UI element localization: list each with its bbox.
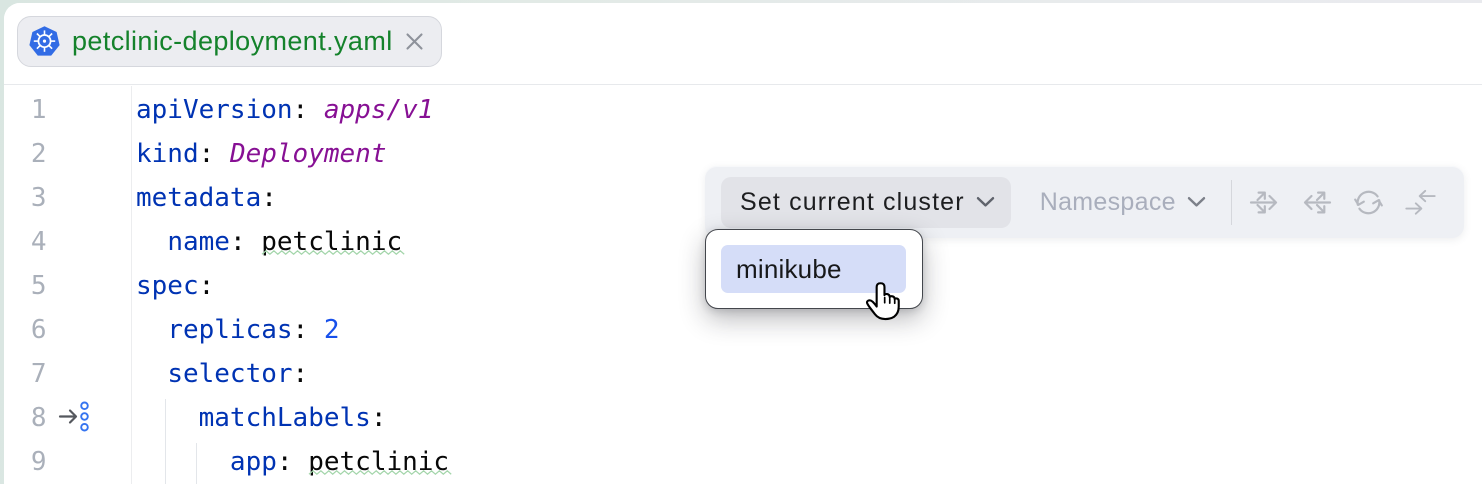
code-line-1[interactable]: 1 apiVersion: apps/v1 <box>4 88 1482 132</box>
compare-with-cluster-icon[interactable] <box>1405 187 1436 218</box>
namespace-label: Namespace <box>1039 187 1176 216</box>
code-line-6[interactable]: 6 replicas: 2 <box>4 308 1482 352</box>
line-number: 3 <box>30 182 47 213</box>
apply-to-cluster-icon[interactable] <box>1249 187 1280 218</box>
namespace-dropdown[interactable]: Namespace <box>1040 188 1206 217</box>
line-number: 2 <box>30 138 47 169</box>
code-text: spec: <box>136 270 215 301</box>
code-text: kind: Deployment <box>136 138 387 169</box>
cluster-dropdown-popup: minikube <box>705 229 923 309</box>
indent-guide <box>196 442 197 484</box>
refresh-from-cluster-icon[interactable] <box>1353 187 1384 218</box>
line-number: 7 <box>30 358 47 389</box>
set-current-cluster-button[interactable]: Set current cluster <box>721 176 1011 228</box>
navigate-related-resource-icon[interactable] <box>58 396 98 440</box>
line-number: 5 <box>30 270 47 301</box>
cluster-option-minikube[interactable]: minikube <box>721 245 906 293</box>
typo-squiggle <box>308 469 452 475</box>
code-text: apiVersion: apps/v1 <box>136 94 434 125</box>
chevron-down-icon <box>976 197 994 207</box>
chevron-down-icon <box>1187 197 1206 207</box>
code-text: matchLabels: <box>198 402 387 433</box>
code-text: app: petclinic <box>136 440 452 484</box>
kubernetes-icon <box>29 26 60 56</box>
code-line-3[interactable]: 3 metadata: <box>4 176 1482 220</box>
code-text: selector: <box>167 358 309 389</box>
code-line-5[interactable]: 5 spec: <box>4 264 1482 308</box>
line-number: 9 <box>30 446 47 477</box>
gutter-separator <box>131 86 132 484</box>
typo-squiggle <box>261 249 405 255</box>
tab-title: petclinic-deployment.yaml <box>72 26 393 56</box>
load-from-cluster-icon[interactable] <box>1301 187 1332 218</box>
code-line-8[interactable]: 8 matchLabels: <box>4 396 1482 440</box>
set-current-cluster-label: Set current cluster <box>740 187 965 216</box>
code-text: replicas: 2 <box>167 314 340 345</box>
ide-window: petclinic-deployment.yaml 1 apiVersion: a… <box>4 3 1482 484</box>
editor-tab-bar: petclinic-deployment.yaml <box>4 3 1482 85</box>
close-icon[interactable] <box>404 31 426 53</box>
typo-underlined-text: petclinic <box>261 227 405 257</box>
line-number: 6 <box>30 314 47 345</box>
line-number: 4 <box>30 226 47 257</box>
code-line-7[interactable]: 7 selector: <box>4 352 1482 396</box>
toolbar-separator <box>1230 179 1232 225</box>
code-line-4[interactable]: 4 name: petclinic <box>4 220 1482 264</box>
tab-petclinic-deployment-yaml[interactable]: petclinic-deployment.yaml <box>17 16 442 67</box>
code-text: metadata: <box>136 182 277 213</box>
code-line-9[interactable]: 9 app: petclinic <box>4 440 1482 484</box>
code-text: name: petclinic <box>136 220 405 264</box>
kubernetes-editor-toolbar: Set current cluster Namespace <box>705 166 1464 238</box>
line-number: 8 <box>30 402 47 433</box>
cluster-option-label: minikube <box>736 253 842 284</box>
typo-underlined-text: petclinic <box>308 447 452 477</box>
indent-guide <box>164 398 166 484</box>
line-number: 1 <box>30 94 47 125</box>
code-line-2[interactable]: 2 kind: Deployment <box>4 132 1482 176</box>
